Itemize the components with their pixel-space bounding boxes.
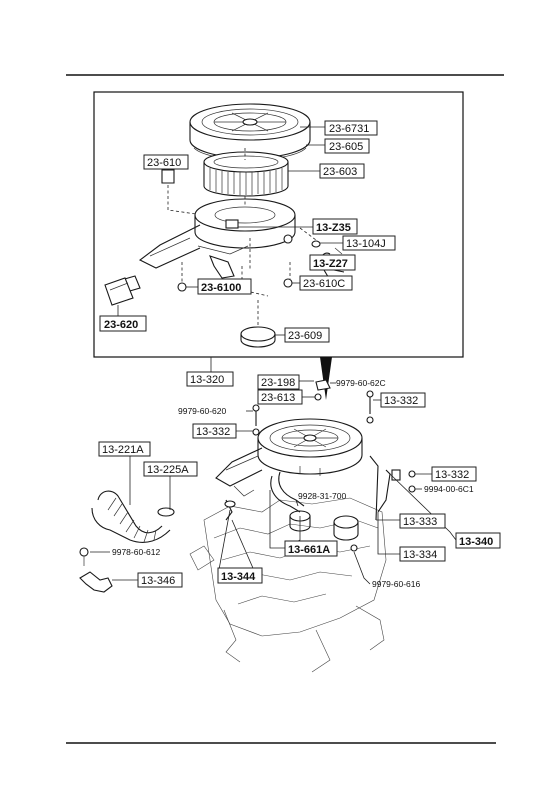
svg-text:13-Z27: 13-Z27 (313, 258, 348, 270)
engine-block-outline (189, 497, 387, 673)
svg-text:13-334: 13-334 (403, 549, 437, 561)
callout-9994-00-601: 9994-00-6C1 (424, 484, 474, 494)
label-23-609: 23-609 (284, 327, 330, 343)
svg-text:13-344: 13-344 (221, 571, 256, 583)
label-23-610: 23-610 (143, 154, 189, 170)
label-13-340: 13-340 (455, 532, 501, 549)
callout-9928-31-700: 9928-31-700 (298, 491, 346, 501)
frame-pointer (320, 357, 332, 400)
svg-text:13-661A: 13-661A (288, 544, 330, 556)
intake-hose (91, 490, 175, 543)
label-23-603: 23-603 (319, 163, 365, 179)
label-23-620: 23-620 (99, 315, 147, 332)
label-13-104j: 13-104J (342, 235, 396, 251)
label-23-198: 23-198 (257, 374, 300, 390)
svg-text:23-198: 23-198 (261, 377, 295, 389)
exploded-view-frame (93, 91, 464, 358)
callout-9979-60-620-left: 9979-60-620 (178, 406, 226, 416)
label-13-332-top: 13-332 (380, 392, 426, 408)
label-13-332-right: 13-332 (431, 466, 477, 482)
air-cleaner-assembly-installed (215, 418, 363, 497)
bracket-lower-left (79, 547, 113, 593)
svg-text:13-332: 13-332 (435, 469, 469, 481)
label-13-z27: 13-Z27 (309, 254, 356, 271)
svg-text:23-620: 23-620 (104, 319, 138, 331)
label-13-332-left: 13-332 (192, 423, 237, 439)
svg-text:23-609: 23-609 (288, 330, 322, 342)
svg-text:13-225A: 13-225A (147, 464, 189, 476)
label-23-610c: 23-610C (299, 275, 353, 291)
callout-9979-60-620-top: 9979-60-62C (336, 378, 386, 388)
label-23-613: 23-613 (257, 389, 303, 405)
svg-text:13-332: 13-332 (196, 426, 230, 438)
svg-text:13-104J: 13-104J (346, 238, 386, 250)
leaders-lower (90, 372, 457, 585)
callout-9978-60-612: 9978-60-612 (112, 547, 160, 557)
label-23-605: 23-605 (324, 138, 370, 154)
intake-duct-pieces (104, 165, 175, 306)
small-hardware-upper (177, 278, 293, 348)
label-13-344: 13-344 (217, 567, 263, 584)
breather-hoses (224, 455, 401, 521)
svg-text:13-340: 13-340 (459, 536, 493, 548)
callout-9979-60-616: 9979-60-616 (372, 579, 420, 589)
label-13-320: 13-320 (186, 371, 234, 387)
label-23-6100: 23-6100 (197, 278, 252, 295)
svg-text:23-6731: 23-6731 (329, 123, 369, 135)
svg-text:13-221A: 13-221A (102, 444, 144, 456)
svg-text:23-6100: 23-6100 (201, 282, 241, 294)
label-13-333: 13-333 (399, 513, 446, 529)
air-cleaner-cover (189, 103, 311, 161)
svg-text:23-610C: 23-610C (303, 278, 345, 290)
svg-text:13-346: 13-346 (141, 575, 175, 587)
label-23-6731: 23-6731 (324, 120, 378, 136)
svg-text:13-Z35: 13-Z35 (316, 222, 351, 234)
label-13-346: 13-346 (137, 572, 183, 588)
svg-text:13-333: 13-333 (403, 516, 437, 528)
label-13-z35: 13-Z35 (312, 218, 358, 235)
label-13-225a: 13-225A (143, 461, 198, 477)
svg-text:23-613: 23-613 (261, 392, 295, 404)
label-13-661a: 13-661A (284, 540, 338, 557)
svg-text:23-605: 23-605 (329, 141, 363, 153)
label-13-221a: 13-221A (98, 441, 151, 457)
svg-text:13-332: 13-332 (384, 395, 418, 407)
small-hardware-lower (252, 379, 416, 552)
svg-text:23-603: 23-603 (323, 166, 357, 178)
air-cleaner-housing-upper (138, 198, 345, 281)
svg-text:13-320: 13-320 (190, 374, 224, 386)
dashed-assembly-lines (167, 148, 317, 326)
svg-text:23-610: 23-610 (147, 157, 181, 169)
label-13-334: 13-334 (399, 546, 446, 562)
air-filter-element (203, 151, 289, 197)
